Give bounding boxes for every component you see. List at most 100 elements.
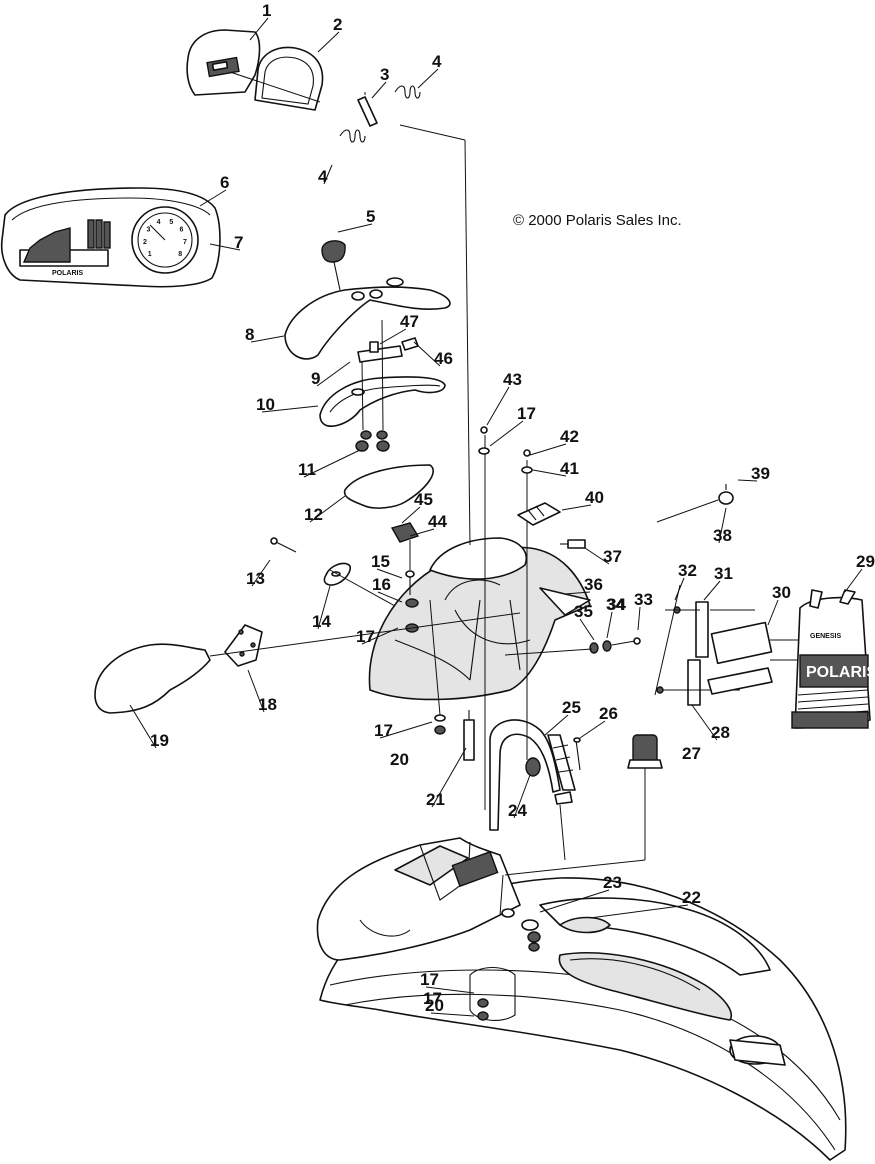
callout-leader-22 [589,904,689,919]
callout-leader-26 [579,720,606,739]
callout-leader-37 [584,547,610,565]
callout-2: 2 [333,15,342,34]
cluster-brand: POLARIS [52,270,83,277]
callout-28: 28 [711,723,730,742]
tach-number: 8 [178,251,182,258]
callout-leader-29 [844,568,863,593]
callout-12: 12 [304,505,323,524]
callout-19: 19 [150,731,169,750]
callout-31: 31 [714,564,733,583]
rear-panel: POLARIS GENESIS [791,589,875,729]
callout-15: 15 [371,552,390,571]
callout-leader-8 [250,335,285,343]
callout-leader-1 [249,17,269,41]
callout-44: 44 [428,512,447,531]
callout-47: 47 [400,312,419,331]
tach-number: 1 [148,251,152,258]
callout-leader-43 [486,386,510,426]
callout-leader-15 [376,568,403,579]
callout-leader-3 [371,81,387,99]
callout-leader-42 [529,443,567,456]
callout-41: 41 [560,459,579,478]
console-deck [368,537,591,701]
tach-number: 4 [157,219,161,226]
callout-37: 37 [603,547,622,566]
callout-23: 23 [603,873,622,892]
callout-leader-17 [425,986,475,994]
tach-number: 5 [169,219,173,226]
callout-42: 42 [560,427,579,446]
callout-22: 22 [682,888,701,907]
callout-leader-41 [532,469,567,477]
callout-leader-6 [199,189,227,207]
callout-1: 1 [262,1,271,20]
callout-leader-16 [377,591,403,603]
lower-studs [429,599,475,761]
callout-17: 17 [423,989,442,1008]
callout-39: 39 [751,464,770,483]
navigation-light [504,734,663,876]
registration-plate-parts [654,584,800,706]
callout-21: 21 [426,790,445,809]
callout-32: 32 [678,561,697,580]
callout-46: 46 [434,349,453,368]
callout-leader-28 [691,704,718,741]
callout-leader-13 [251,559,271,587]
callout-14: 14 [312,612,331,631]
callout-leader-44 [409,528,435,537]
callout-36: 36 [584,575,603,594]
callout-leader-12 [309,495,346,523]
callout-34: 34 [606,595,625,614]
callout-29: 29 [856,552,875,571]
callout-4: 4 [318,167,328,186]
callout-leader-40 [561,504,592,511]
callout-leader-47 [379,328,407,345]
mirror [94,612,521,714]
callout-leader-31 [703,580,721,601]
tach-number: 3 [147,227,151,234]
callout-labels: 1234456789101112131415161717171717181920… [129,1,875,1017]
callout-leader-35 [579,618,595,641]
copyright-text: © 2000 Polaris Sales Inc. [513,212,682,229]
callout-3: 3 [380,65,389,84]
callout-43: 43 [503,370,522,389]
tach-number: 7 [183,239,187,246]
glove-box-lid [186,29,324,111]
callout-leader-24 [513,774,531,819]
callout-17: 17 [356,627,375,646]
callout-leader-2 [317,31,340,53]
callout-leader-17 [489,420,524,447]
callout-17: 17 [420,970,439,989]
callout-leader-19 [129,704,157,749]
callout-leader-17 [379,721,433,739]
callout-9: 9 [311,369,320,388]
callout-leader-34 [606,611,613,639]
storage-bracket [489,719,581,861]
callout-34: 34 [607,595,626,614]
callout-leader-5 [337,223,373,233]
callout-leader-18 [247,669,265,713]
callout-5: 5 [366,207,375,226]
callout-leader-38 [718,507,727,544]
callout-leader-4 [323,164,333,185]
seat-assembly [284,240,451,509]
callout-10: 10 [256,395,275,414]
callout-20: 20 [390,750,409,769]
tach-number: 2 [143,239,147,246]
callout-40: 40 [585,488,604,507]
callout-16: 16 [372,575,391,594]
callout-25: 25 [562,698,581,717]
callout-35: 35 [574,602,593,621]
callout-leader-25 [544,714,569,736]
callout-33: 33 [634,590,653,609]
callout-leader-7 [209,243,241,251]
callout-leader-33 [637,606,641,631]
springs-and-pin [339,85,421,143]
callout-leader-20 [430,1012,475,1017]
callout-38: 38 [713,526,732,545]
callout-leader-23 [539,889,610,913]
callout-leader-9 [316,361,351,387]
callout-leader-39 [737,479,758,482]
